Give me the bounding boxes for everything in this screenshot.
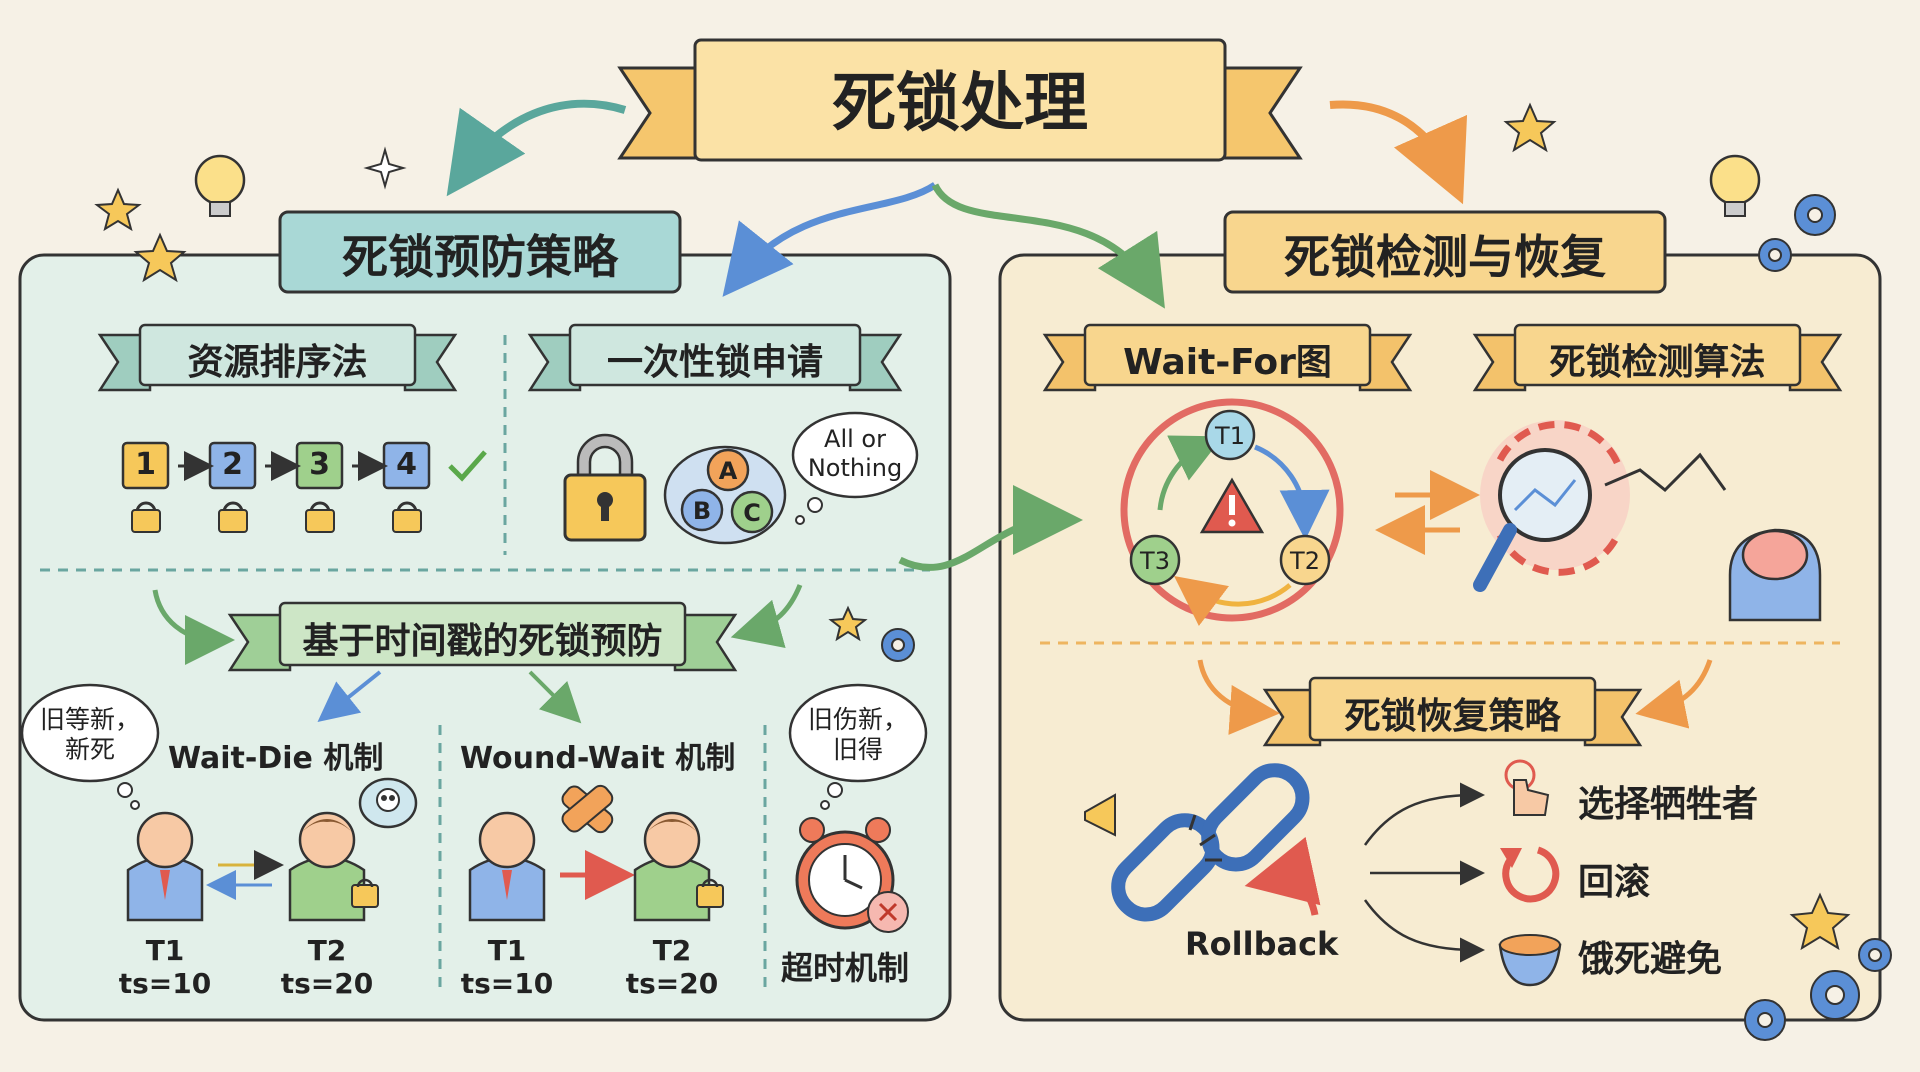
ribbon-one-time	[527, 323, 903, 392]
resource-c: C	[743, 499, 761, 527]
star-icon	[94, 102, 1851, 951]
gear-icon	[881, 194, 1892, 1041]
thought-bubble-wait-die	[20, 683, 160, 810]
alarm-clock-icon	[795, 817, 909, 933]
step-4: 4	[396, 447, 417, 482]
megaphone-icon	[1084, 793, 1116, 837]
lock-icon	[563, 433, 647, 542]
old-person-icon	[126, 811, 204, 922]
wound-wait-t1: T1	[487, 934, 527, 967]
young-person-icon	[288, 811, 379, 922]
wound-wait-t2-ts: ts=20	[625, 967, 719, 1000]
wait-die-t1: T1	[145, 934, 185, 967]
ribbon-wait-for	[1042, 323, 1413, 392]
timeout-label: 超时机制	[780, 949, 909, 987]
wait-die-label: Wait-Die 机制	[168, 741, 384, 776]
step-3: 3	[309, 447, 330, 482]
resource-b: B	[692, 497, 712, 525]
page-title: 死锁处理	[832, 67, 1088, 141]
wait-for-title: Wait-For图	[1123, 342, 1332, 383]
wait-for-graph	[1120, 398, 1344, 627]
food-bowl-icon	[1498, 934, 1562, 987]
option-rollback: 回滚	[1578, 862, 1651, 903]
old-person-icon	[468, 811, 546, 922]
resource-a: A	[718, 457, 738, 485]
lightbulb-icon	[194, 154, 246, 217]
young-person-icon	[633, 811, 724, 922]
ribbon-timestamp	[227, 601, 738, 672]
wound-wait-t2: T2	[652, 934, 692, 967]
broken-chain-icon	[1111, 763, 1310, 922]
wound-wait-t1-ts: ts=10	[460, 967, 554, 1000]
title-banner	[617, 38, 1303, 162]
pointer-hand-icon	[1504, 759, 1550, 816]
resource-order-steps	[121, 441, 487, 533]
step-2: 2	[222, 447, 243, 482]
rollback-label: Rollback	[1185, 925, 1339, 963]
option-select-victim: 选择牺牲者	[1578, 784, 1759, 825]
thought-bubble-all-or-nothing	[791, 411, 919, 525]
timestamp-title: 基于时间戳的死锁预防	[302, 621, 663, 662]
skull-icon	[358, 777, 418, 829]
recovery-title: 死锁恢复策略	[1344, 696, 1561, 737]
bandage-icon	[561, 784, 614, 834]
thought-bubble-timeout	[788, 683, 928, 810]
left-title-box	[278, 210, 682, 294]
lock-icon	[131, 501, 422, 533]
resource-cloud	[663, 445, 787, 545]
wait-die-t2: T2	[307, 934, 347, 967]
algo-title: 死锁检测算法	[1549, 342, 1766, 383]
undo-icon	[1500, 846, 1560, 903]
timeout-bubble: 旧伤新，旧得	[807, 705, 908, 764]
node-t3: T3	[1140, 547, 1170, 575]
lightbulb-icon	[1709, 154, 1761, 217]
wait-die-bubble: 旧等新，新死	[39, 705, 140, 764]
one-time-lock-title: 一次性锁申请	[606, 342, 823, 383]
step-1: 1	[135, 447, 156, 482]
right-section-title: 死锁检测与恢复	[1284, 230, 1606, 284]
right-title-box	[1223, 210, 1667, 294]
left-section-title: 死锁预防策略	[342, 230, 618, 284]
resource-order-title: 资源排序法	[187, 342, 368, 383]
wound-wait-label: Wound-Wait 机制	[460, 741, 736, 776]
magnifier-icon	[1473, 420, 1727, 592]
all-or-nothing-text: All or Nothing	[807, 425, 903, 482]
node-t1: T1	[1215, 422, 1245, 450]
node-t2: T2	[1290, 547, 1320, 575]
brain-icon	[1728, 528, 1822, 622]
ribbon-algo	[1472, 323, 1843, 392]
ribbon-resource-order	[97, 323, 458, 392]
wait-die-t2-ts: ts=20	[280, 967, 374, 1000]
wait-die-t1-ts: ts=10	[118, 967, 212, 1000]
option-starvation-avoid: 饿死避免	[1578, 939, 1723, 980]
warning-icon	[1199, 477, 1265, 534]
ribbon-recovery	[1262, 676, 1643, 747]
